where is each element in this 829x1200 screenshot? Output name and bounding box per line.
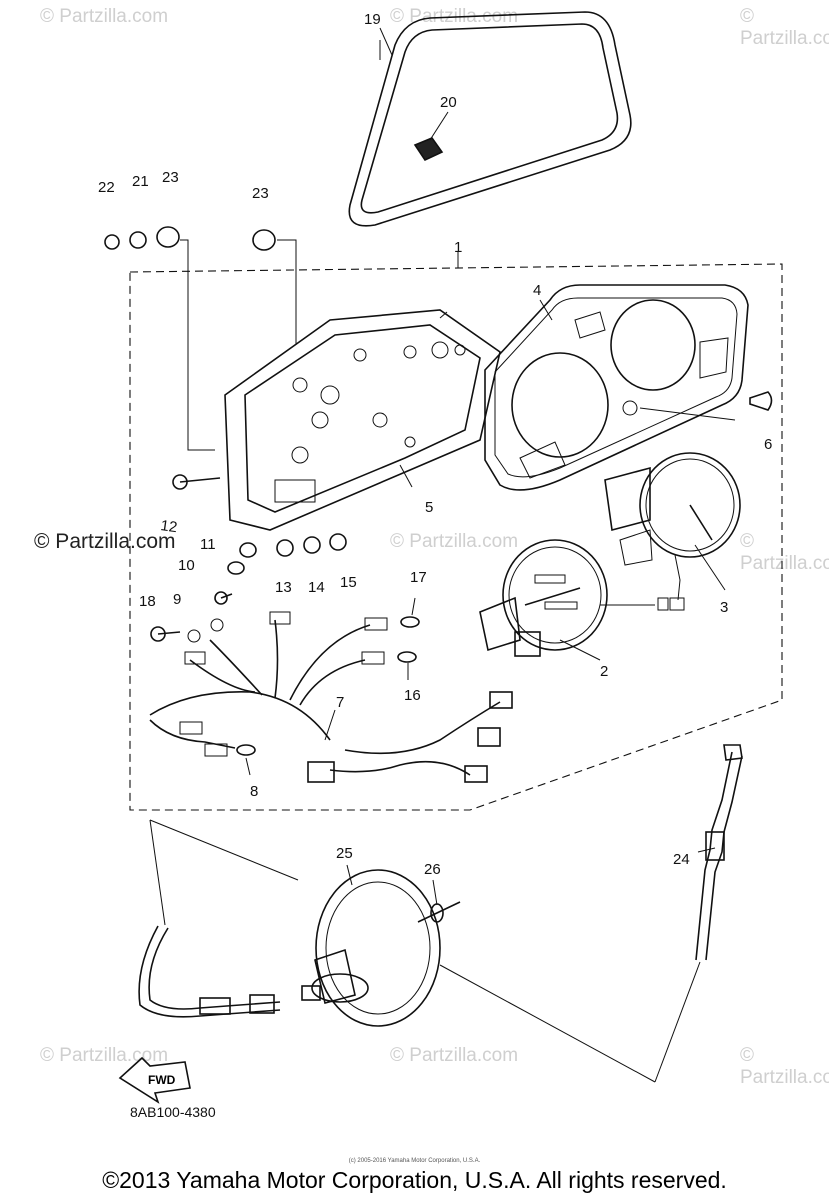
screw bbox=[150, 626, 181, 642]
callout-14: 14 bbox=[308, 579, 325, 596]
bulb bbox=[397, 651, 417, 663]
callout-16: 16 bbox=[404, 687, 421, 704]
callout-7: 7 bbox=[336, 694, 344, 711]
leader-line bbox=[654, 961, 701, 1083]
callout-13: 13 bbox=[275, 579, 292, 596]
leader-line bbox=[149, 819, 299, 881]
watermark: © Partzilla.com bbox=[40, 6, 169, 27]
assembly-boundary bbox=[129, 263, 783, 811]
copyright-notice: ©2013 Yamaha Motor Corporation, U.S.A. A… bbox=[102, 1167, 727, 1193]
leader-line bbox=[439, 964, 656, 1083]
bolt bbox=[417, 901, 461, 923]
grommet bbox=[276, 539, 294, 557]
bulb bbox=[236, 744, 256, 756]
callout-18: 18 bbox=[139, 593, 156, 610]
callout-26: 26 bbox=[424, 861, 441, 878]
meter-gear-unit bbox=[301, 869, 441, 1027]
washer bbox=[129, 231, 147, 249]
nut bbox=[104, 234, 120, 250]
watermark: © Partzilla.com bbox=[40, 1045, 169, 1066]
callout-17: 17 bbox=[410, 569, 427, 586]
fwd-label: FWD bbox=[148, 1073, 176, 1087]
watermark: © Partzilla.com bbox=[390, 1045, 519, 1066]
callout-12: 12 bbox=[159, 517, 178, 536]
callout-8: 8 bbox=[250, 783, 258, 800]
leader-lines bbox=[245, 27, 736, 906]
callout-10: 10 bbox=[178, 557, 195, 574]
meter-lens-ring bbox=[348, 11, 632, 227]
wire-harness bbox=[149, 611, 513, 783]
lens-seal bbox=[413, 137, 444, 162]
forward-arrow-icon: FWD bbox=[118, 1056, 191, 1104]
grommet bbox=[303, 536, 321, 554]
watermark: © Partzilla.com bbox=[740, 6, 829, 49]
meter-panel bbox=[484, 284, 749, 491]
callout-9: 9 bbox=[173, 591, 181, 608]
speedometer bbox=[479, 539, 669, 657]
washer bbox=[227, 561, 245, 575]
callout-22: 22 bbox=[98, 179, 115, 196]
grommet bbox=[329, 533, 347, 551]
diagram-code: 8AB100-4380 bbox=[130, 1104, 216, 1120]
meter-cable bbox=[138, 925, 281, 1018]
callout-11: 11 bbox=[200, 536, 216, 553]
callout-2: 2 bbox=[600, 663, 608, 680]
callout-15: 15 bbox=[340, 574, 357, 591]
tachometer bbox=[604, 452, 741, 611]
callout-23: 23 bbox=[252, 185, 269, 202]
leader-line bbox=[277, 239, 297, 345]
watermark: © Partzilla.com bbox=[390, 531, 519, 552]
watermark-partzilla: © Partzilla.com bbox=[34, 530, 176, 553]
callout-4: 4 bbox=[533, 282, 541, 299]
bulb bbox=[400, 616, 420, 628]
leader-line bbox=[180, 239, 215, 451]
callout-labels: 1 2 3 4 5 6 7 8 9 10 11 12 13 14 15 16 1… bbox=[98, 11, 772, 878]
callout-1: 1 bbox=[454, 239, 462, 256]
callout-21: 21 bbox=[132, 173, 149, 190]
leader-line bbox=[149, 819, 166, 926]
grommet bbox=[156, 226, 180, 248]
meter-cable bbox=[695, 744, 743, 961]
fineprint: (c) 2005-2016 Yamaha Motor Corporation, … bbox=[348, 1158, 481, 1164]
watermark: © Partzilla.com bbox=[740, 531, 829, 574]
screw bbox=[214, 591, 233, 605]
screw bbox=[172, 474, 221, 490]
nut bbox=[239, 542, 257, 558]
callout-20: 20 bbox=[440, 94, 457, 111]
grommet bbox=[252, 229, 276, 251]
watermark: © Partzilla.com bbox=[740, 1045, 829, 1088]
grommet bbox=[749, 391, 773, 411]
callout-3: 3 bbox=[720, 599, 728, 616]
callout-19: 19 bbox=[364, 11, 381, 28]
callout-24: 24 bbox=[673, 851, 690, 868]
callout-23: 23 bbox=[162, 169, 179, 186]
callout-5: 5 bbox=[425, 499, 433, 516]
callout-6: 6 bbox=[764, 436, 772, 453]
callout-25: 25 bbox=[336, 845, 353, 862]
meter-case bbox=[224, 309, 501, 531]
